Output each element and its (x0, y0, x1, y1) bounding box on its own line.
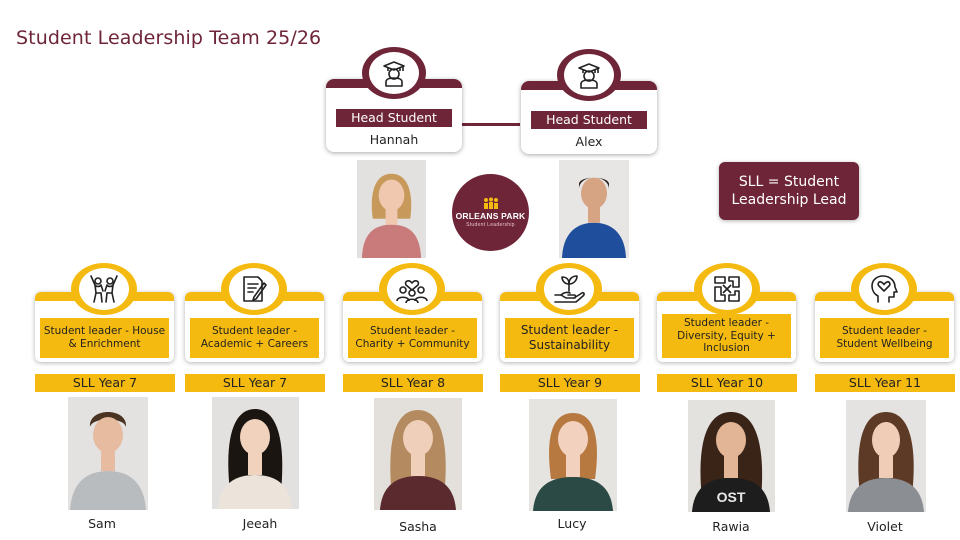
legend-line-2: Leadership Lead (731, 192, 847, 208)
leader-photo-1 (68, 397, 148, 510)
leader-year-bar: SLL Year 10 (657, 374, 797, 392)
leader-role: Student leader - Academic + Careers (190, 318, 319, 358)
leader-icon-circle-2 (221, 263, 287, 315)
head-student-icon-circle-2 (557, 49, 621, 101)
leader-icon-circle-4 (536, 263, 602, 315)
school-logo: ORLEANS PARK Student Leadership (452, 174, 529, 251)
leader-photo-3 (374, 398, 462, 510)
head-connector-line (462, 123, 520, 126)
logo-name: ORLEANS PARK (455, 211, 526, 221)
leader-year-bar: SLL Year 9 (500, 374, 640, 392)
leader-photo-6 (846, 400, 926, 512)
leader-icon-circle-1 (71, 263, 137, 315)
leader-name: Sasha (399, 519, 437, 534)
leader-name: Lucy (557, 516, 587, 531)
joined-hands-icon (711, 273, 743, 305)
leader-role: Student leader - Diversity, Equity + Inc… (662, 314, 791, 358)
leader-year-bar: SLL Year 7 (35, 374, 175, 392)
leader-name: Violet (867, 519, 903, 534)
leader-icon-circle-5 (694, 263, 760, 315)
leader-role: Student leader - Student Wellbeing (820, 318, 949, 358)
leader-year-bar: SLL Year 8 (343, 374, 483, 392)
leader-role: Student leader - Sustainability (505, 318, 634, 358)
people-celebrating-icon (87, 273, 121, 305)
head-student-name: Hannah (369, 132, 419, 147)
graduate-icon (573, 59, 605, 91)
graduate-icon (378, 57, 410, 89)
leader-photo-5: OST (688, 400, 775, 512)
head-student-role: Head Student (531, 111, 647, 129)
leader-name: Jeeah (242, 516, 278, 531)
leader-role: Student leader - House & Enrichment (40, 318, 169, 358)
head-student-name: Alex (575, 134, 603, 149)
head-student-icon-circle-1 (362, 47, 426, 99)
leader-photo-4 (529, 399, 617, 511)
head-student-photo-2 (559, 160, 629, 258)
logo-subtitle: Student Leadership (466, 222, 515, 228)
leader-name: Sam (88, 516, 116, 531)
svg-text:OST: OST (717, 489, 746, 505)
leader-icon-circle-6 (851, 263, 917, 315)
plant-hand-icon (552, 274, 586, 304)
leader-icon-circle-3 (379, 263, 445, 315)
leader-year-bar: SLL Year 7 (185, 374, 325, 392)
document-pen-icon (238, 273, 270, 305)
leader-photo-2 (212, 397, 299, 509)
leader-year-bar: SLL Year 11 (815, 374, 955, 392)
head-student-photo-1 (357, 160, 426, 258)
leader-name: Rawia (712, 519, 750, 534)
community-heart-icon (394, 274, 430, 304)
legend-line-1: SLL = Student (738, 174, 840, 190)
page-title: Student Leadership Team 25/26 (16, 27, 322, 49)
head-heart-icon (868, 273, 900, 305)
head-student-role: Head Student (336, 109, 452, 127)
leader-role: Student leader - Charity + Community (348, 318, 477, 358)
people-group-icon (482, 197, 500, 209)
sll-legend-box: SLL = Student Leadership Lead (719, 162, 859, 220)
